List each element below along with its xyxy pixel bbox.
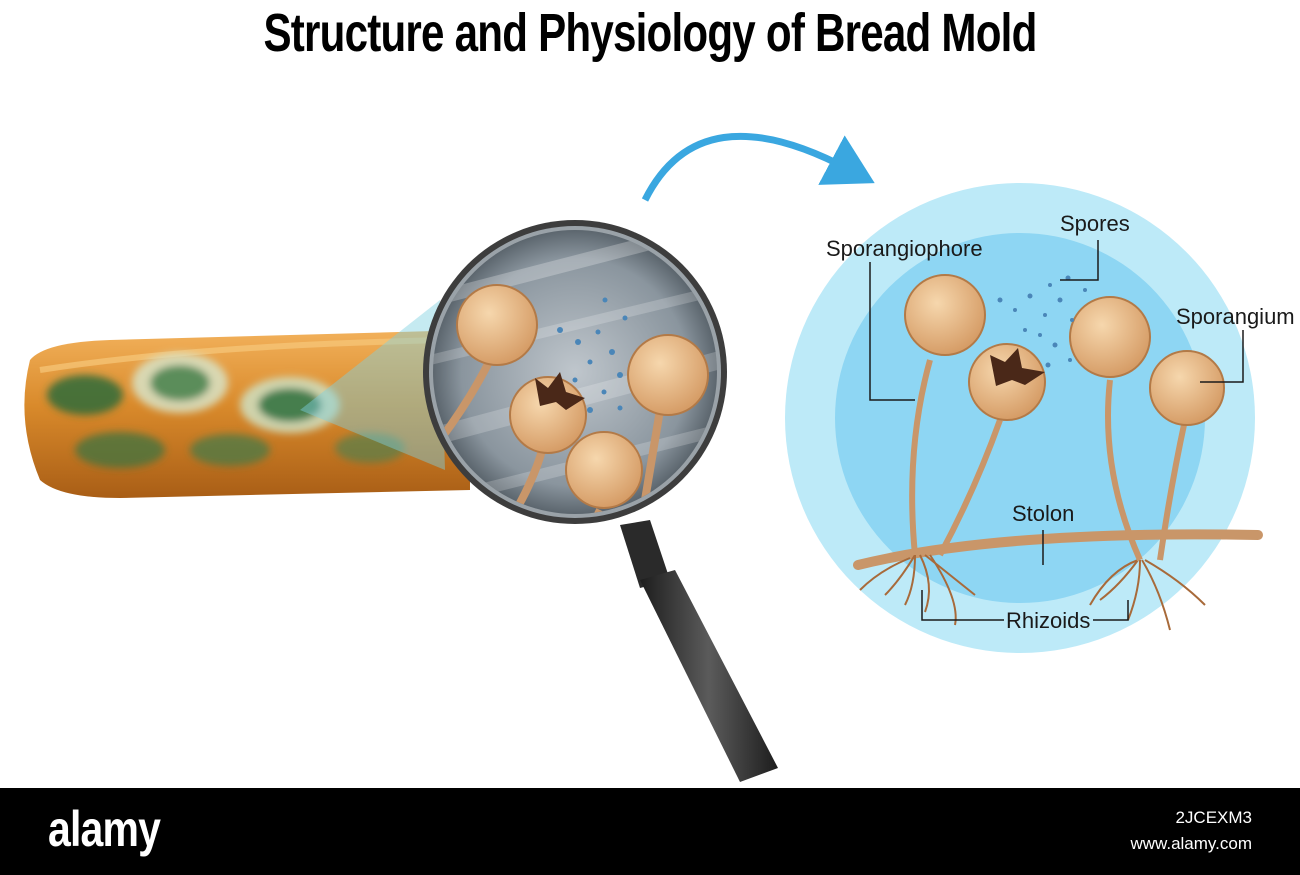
curved-arrow-icon — [641, 132, 875, 202]
watermark-footer: alamy 2JCEXM3 www.alamy.com — [0, 788, 1300, 875]
leader-lines — [869, 240, 1244, 621]
rhizoids — [859, 554, 1206, 631]
mold-patches — [47, 353, 405, 468]
label-sporangiophore: Sporangiophore — [826, 236, 983, 261]
alamy-logo: alamy — [48, 801, 161, 857]
zoom-cone — [300, 300, 445, 470]
magnifier-handle — [620, 520, 778, 782]
bread-mold-diagram: Sporangiophore Spores Sporangium Stolon … — [24, 132, 1295, 782]
spore-cloud — [997, 275, 1087, 368]
label-rhizoids: Rhizoids — [1006, 608, 1090, 633]
moldy-bread — [24, 330, 470, 498]
image-id: 2JCEXM3 — [1175, 808, 1252, 827]
sporangiophores — [909, 359, 1188, 562]
site-url: www.alamy.com — [1130, 834, 1252, 853]
label-stolon: Stolon — [1012, 501, 1074, 526]
label-spores: Spores — [1060, 211, 1130, 236]
label-sporangium: Sporangium — [1176, 304, 1295, 329]
page-title: Structure and Physiology of Bread Mold — [263, 3, 1037, 63]
stolon — [853, 529, 1263, 570]
magnifying-glass-icon — [423, 220, 727, 524]
sporangia — [904, 274, 1225, 426]
